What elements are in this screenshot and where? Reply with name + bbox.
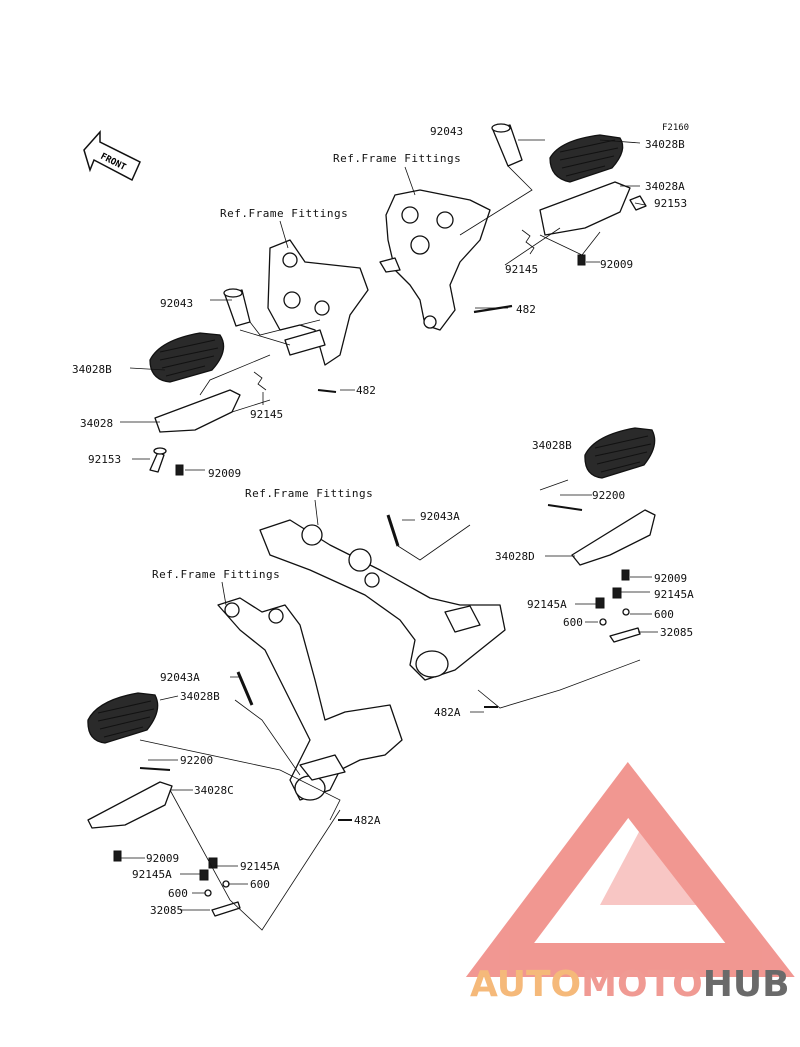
label-br-600-right: 600 <box>654 608 674 621</box>
label-tr-92145: 92145 <box>505 263 538 276</box>
figure-code: F2160 <box>662 123 689 133</box>
label-bl-92009: 92009 <box>146 852 179 865</box>
label-tl-92009: 92009 <box>208 467 241 480</box>
label-bl-92043A: 92043A <box>160 671 200 684</box>
bl-footpeg-34028C <box>87 781 173 829</box>
tr-footpeg-34028A <box>539 181 631 236</box>
label-tr-34028B: 34028B <box>645 138 685 151</box>
label-br-600-left: 600 <box>563 616 583 629</box>
br-bracket-arm <box>259 519 506 681</box>
watermark-moto: MOTO <box>581 964 703 1005</box>
label-bl-92145A-right: 92145A <box>240 860 280 873</box>
bottom-right-assembly <box>259 427 658 713</box>
tl-rubber-34028B <box>149 332 225 383</box>
label-bl-600-right: 600 <box>250 878 270 891</box>
label-tl-92043: 92043 <box>160 297 193 310</box>
bottom-left-assembly <box>87 597 403 931</box>
top-left-assembly <box>120 239 369 476</box>
ref-label-bottom-left: Ref.Frame Fittings <box>152 568 280 581</box>
watermark-logo <box>465 762 795 977</box>
watermark-text: AUTOMOTOHUB <box>470 964 790 1005</box>
label-br-34028B: 34028B <box>532 439 572 452</box>
bl-rubber-34028B <box>87 692 159 744</box>
label-bl-92145A-left: 92145A <box>132 868 172 881</box>
label-br-92145A-right: 92145A <box>654 588 694 601</box>
br-footpeg-34028D <box>571 509 656 566</box>
br-rubber-34028B <box>584 427 656 479</box>
label-tr-92043: 92043 <box>430 125 463 138</box>
label-br-92043A: 92043A <box>420 510 460 523</box>
label-tr-92153: 92153 <box>654 197 687 210</box>
ref-label-top-right: Ref.Frame Fittings <box>333 152 461 165</box>
label-tr-34028A: 34028A <box>645 180 685 193</box>
label-br-92009: 92009 <box>654 572 687 585</box>
label-br-482A: 482A <box>434 706 461 719</box>
label-bl-32085: 32085 <box>150 904 183 917</box>
ref-label-bottom-right: Ref.Frame Fittings <box>245 487 373 500</box>
watermark-hub: HUB <box>703 964 790 1005</box>
label-tr-92009: 92009 <box>600 258 633 271</box>
watermark-triangle-icon <box>465 762 795 977</box>
label-br-92145A-left: 92145A <box>527 598 567 611</box>
label-bl-482A: 482A <box>354 814 381 827</box>
label-tr-482: 482 <box>516 303 536 316</box>
label-br-34028D: 34028D <box>495 550 535 563</box>
bl-bracket-arm <box>217 597 403 801</box>
tr-bracket <box>385 189 491 331</box>
ref-label-top-left: Ref.Frame Fittings <box>220 207 348 220</box>
label-bl-34028B: 34028B <box>180 690 220 703</box>
tl-footpeg-34028 <box>154 389 241 433</box>
label-br-32085: 32085 <box>660 626 693 639</box>
top-right-assembly <box>379 123 647 331</box>
label-tl-92153: 92153 <box>88 453 121 466</box>
watermark-auto: AUTO <box>470 964 581 1005</box>
label-br-92200: 92200 <box>592 489 625 502</box>
label-tl-92145: 92145 <box>250 408 283 421</box>
label-bl-92200: 92200 <box>180 754 213 767</box>
label-bl-34028C: 34028C <box>194 784 234 797</box>
label-tl-482: 482 <box>356 384 376 397</box>
tr-rubber-34028B <box>549 134 624 183</box>
front-arrow-icon: FRONT <box>83 130 141 182</box>
label-bl-600-left: 600 <box>168 887 188 900</box>
label-tl-34028: 34028 <box>80 417 113 430</box>
label-tl-34028B: 34028B <box>72 363 112 376</box>
